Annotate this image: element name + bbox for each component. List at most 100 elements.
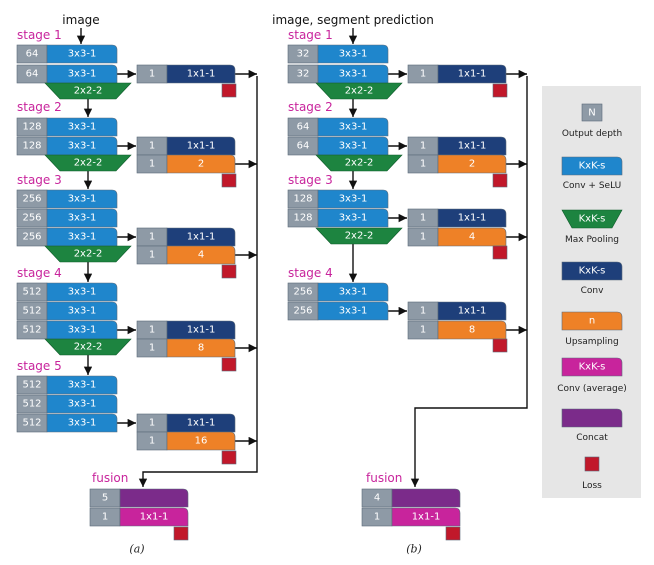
upsample-depth-label: 1 — [149, 436, 155, 447]
side-conv-block — [166, 413, 236, 433]
side-conv-block — [166, 227, 236, 247]
stage-label: stage 3 — [288, 173, 333, 187]
upsample-depth-label: 1 — [420, 232, 426, 243]
legend-conv-selu-swatch — [561, 156, 623, 176]
legend-loss-swatch — [584, 456, 600, 472]
max-pooling-block — [44, 82, 132, 100]
depth-label: 256 — [293, 306, 312, 317]
conv-selu-block — [46, 64, 118, 84]
conv-selu-block — [46, 44, 118, 64]
side-conv-label: 1x1-1 — [187, 418, 216, 429]
conv-selu-block — [317, 64, 389, 84]
depth-label: 512 — [22, 287, 41, 298]
depth-label: 512 — [22, 418, 41, 429]
loss-square — [221, 173, 237, 188]
stage-label: stage 5 — [17, 359, 62, 373]
stage-label: stage 4 — [17, 266, 62, 280]
side-depth-label: 1 — [420, 213, 426, 224]
depth-label: 128 — [293, 194, 312, 205]
legend-upsample-swatch — [561, 311, 623, 331]
pool-label: 2x2-2 — [345, 158, 374, 169]
max-pooling-block — [44, 154, 132, 172]
upsample-depth-label: 1 — [149, 159, 155, 170]
bus-line — [138, 76, 258, 487]
conv-label: 3x3-1 — [68, 418, 97, 429]
conv-selu-block — [46, 117, 118, 137]
legend-concat-text: Concat — [576, 433, 608, 443]
upsample-label: 2 — [198, 159, 204, 170]
upsample-depth-label: 1 — [149, 250, 155, 261]
depth-label: 512 — [22, 325, 41, 336]
conv-selu-block — [46, 189, 118, 209]
upsample-depth-label: 1 — [420, 159, 426, 170]
depth-label: 256 — [22, 232, 41, 243]
fusion-conv-label: 1x1-1 — [412, 512, 441, 523]
conv-label: 3x3-1 — [68, 141, 97, 152]
depth-label: 64 — [297, 141, 310, 152]
max-pooling-block — [315, 154, 403, 172]
max-pooling-block — [44, 245, 132, 263]
loss-square — [445, 526, 461, 541]
legend-conv-selu-text: Conv + SeLU — [563, 181, 622, 191]
side-conv-label: 1x1-1 — [187, 325, 216, 336]
conv-selu-block — [46, 282, 118, 302]
conv-average-block — [119, 507, 189, 527]
depth-label: 128 — [22, 122, 41, 133]
max-pooling-block — [44, 338, 132, 356]
upsampling-block — [437, 154, 507, 174]
conv-label: 3x3-1 — [339, 122, 368, 133]
max-pooling-block — [315, 227, 403, 245]
side-depth-label: 1 — [149, 69, 155, 80]
side-conv-label: 1x1-1 — [458, 69, 487, 80]
legend-conv-avg-text: Conv (average) — [557, 384, 627, 394]
conv-label: 3x3-1 — [339, 49, 368, 60]
fusion-depth-top: 4 — [374, 493, 380, 504]
side-depth-label: 1 — [420, 306, 426, 317]
side-conv-label: 1x1-1 — [187, 69, 216, 80]
legend-conv-avg-swatch — [561, 357, 623, 377]
conv-label: 3x3-1 — [68, 287, 97, 298]
conv-selu-block — [317, 117, 389, 137]
conv-label: 3x3-1 — [339, 141, 368, 152]
fusion-label: fusion — [366, 471, 402, 485]
stage-label: stage 3 — [17, 173, 62, 187]
side-conv-block — [166, 320, 236, 340]
fusion-depth-bottom: 1 — [102, 512, 108, 523]
pool-label: 2x2-2 — [74, 249, 103, 260]
upsampling-block — [437, 320, 507, 340]
pool-label: 2x2-2 — [74, 158, 103, 169]
legend-pool-swatch — [561, 209, 623, 229]
side-conv-label: 1x1-1 — [187, 232, 216, 243]
loss-square — [221, 83, 237, 98]
conv-label: 3x3-1 — [68, 399, 97, 410]
conv-label: 3x3-1 — [68, 306, 97, 317]
side-depth-label: 1 — [420, 69, 426, 80]
stage-label: stage 1 — [288, 28, 333, 42]
upsample-label: 8 — [198, 343, 204, 354]
depth-label: 512 — [22, 380, 41, 391]
conv-selu-block — [46, 320, 118, 340]
conv-label: 3x3-1 — [68, 380, 97, 391]
depth-label: 128 — [22, 141, 41, 152]
conv-selu-block — [317, 136, 389, 156]
conv-selu-block — [46, 227, 118, 247]
depth-label: 256 — [22, 213, 41, 224]
depth-label: 512 — [22, 399, 41, 410]
side-depth-label: 1 — [420, 141, 426, 152]
side-conv-label: 1x1-1 — [458, 306, 487, 317]
caption-b: (b) — [406, 543, 422, 556]
side-conv-block — [437, 64, 507, 84]
depth-label: 256 — [293, 287, 312, 298]
legend-conv-text: Conv — [581, 286, 604, 296]
legend-concat-swatch — [561, 408, 623, 428]
upsample-label: 4 — [198, 250, 204, 261]
blocks — [16, 44, 641, 541]
connection-lines — [76, 28, 528, 487]
conv-label: 3x3-1 — [339, 69, 368, 80]
legend-loss-text: Loss — [582, 481, 602, 491]
panel-a-title: image — [62, 13, 99, 27]
concat-block — [391, 488, 461, 508]
pool-label: 2x2-2 — [345, 86, 374, 97]
conv-label: 3x3-1 — [68, 49, 97, 60]
loss-square — [221, 357, 237, 372]
